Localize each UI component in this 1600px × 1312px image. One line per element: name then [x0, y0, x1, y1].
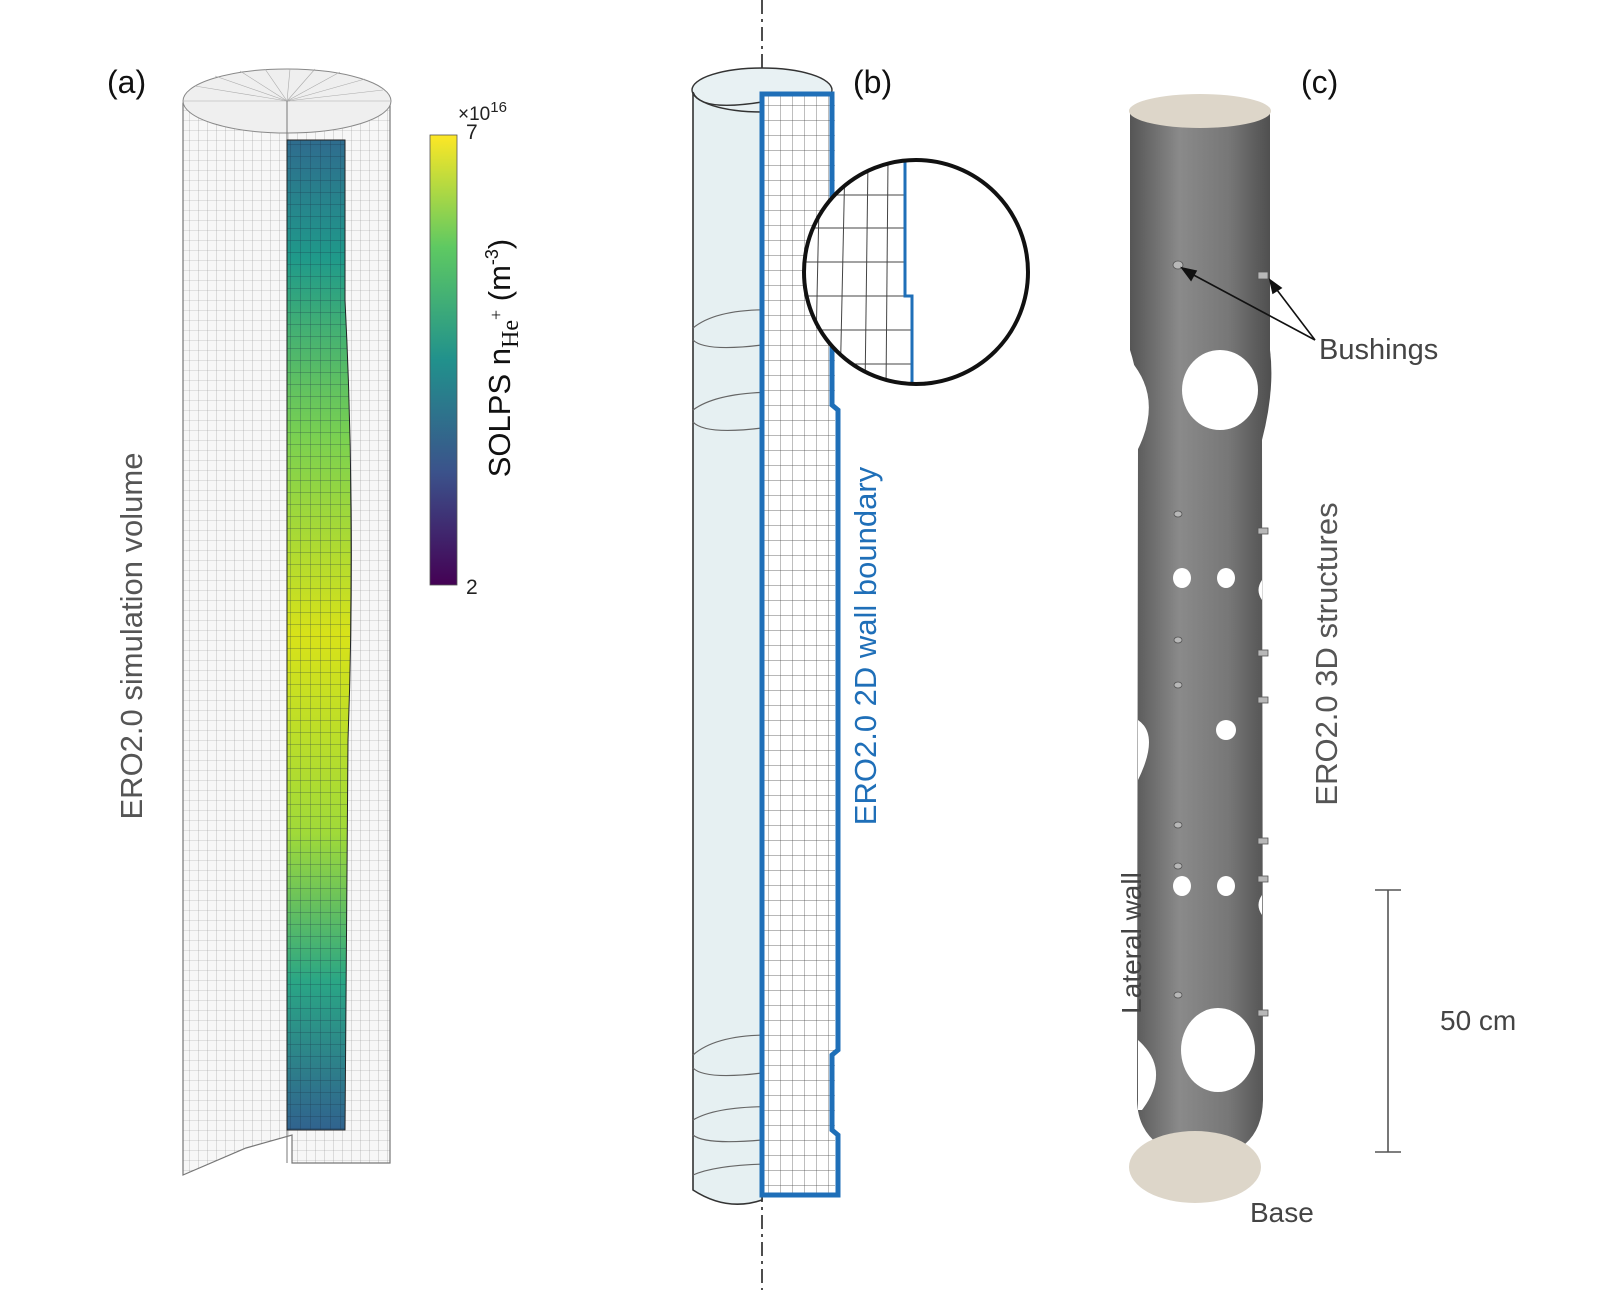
panel-a: (a) ERO2.0 simulation volume ×1016 7 2 S… [107, 64, 524, 1176]
scale-bar-label: 50 cm [1440, 1005, 1516, 1036]
solps-field-mesh [287, 140, 352, 1130]
panel-b: (b) ERO2.0 2D wall boundary [691, 0, 1030, 1290]
rod-body [1130, 112, 1272, 1160]
colorbar-max-label: 7 [466, 121, 478, 144]
scale-bar [1375, 889, 1401, 1153]
3d-structures-label: ERO2.0 3D structures [1309, 502, 1344, 805]
rod-base-cap [1129, 1131, 1261, 1203]
bushing-icon [1257, 271, 1269, 280]
zoom-inset [802, 158, 1030, 386]
panel-b-label: (b) [853, 64, 892, 100]
panel-a-label: (a) [107, 64, 146, 100]
colorbar-exponent: ×1016 [458, 99, 507, 125]
lateral-wall-label: Lateral wall [1116, 872, 1147, 1014]
cap-radial-lines [183, 68, 390, 102]
colorbar [429, 134, 458, 586]
transparent-half-cylinder [692, 91, 763, 1206]
panel-c-label: (c) [1301, 64, 1338, 100]
simulation-volume-label: ERO2.0 simulation volume [114, 453, 149, 820]
panel-c: (c) [1116, 64, 1516, 1228]
base-label: Base [1250, 1197, 1314, 1228]
bushings-label: Bushings [1319, 334, 1438, 366]
rod-top-cap [1129, 94, 1271, 128]
bushings-arrows [1180, 266, 1316, 341]
half-cylinder-top-cut [692, 91, 763, 107]
rod-holes [1130, 350, 1262, 1110]
wall-boundary-label: ERO2.0 2D wall boundary [848, 466, 883, 825]
bushings [1172, 260, 1269, 1017]
zoom-boundary [903, 160, 914, 384]
colorbar-min-label: 2 [466, 576, 478, 599]
colorbar-title: SOLPS nHe+ (m-3) [482, 239, 524, 478]
